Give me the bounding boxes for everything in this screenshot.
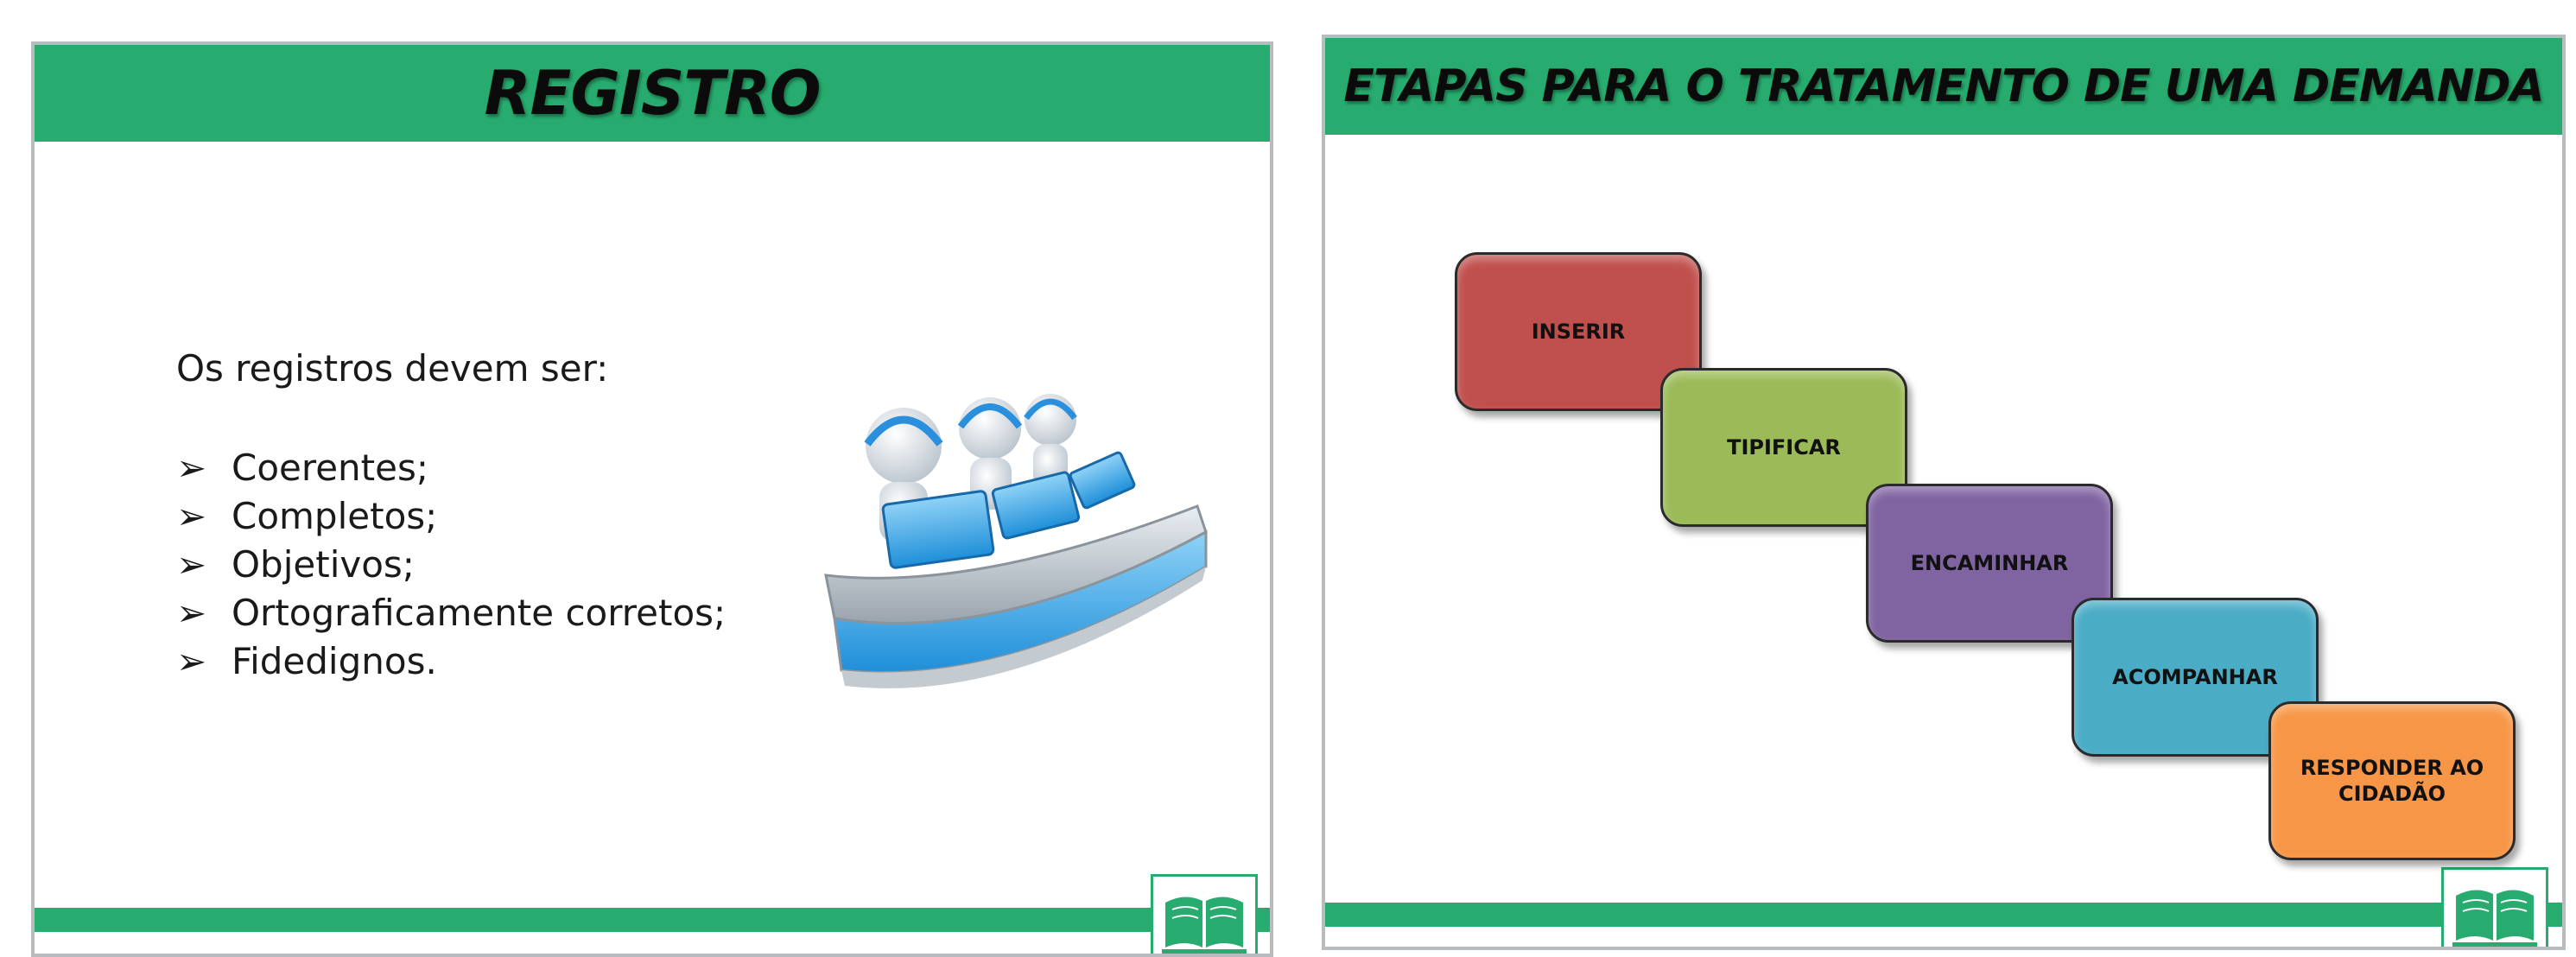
arrow-bullet-icon: ➢ [176, 447, 207, 489]
intro-text: Os registros devem ser: [176, 347, 609, 390]
bullet-item: ➢ Ortograficamente corretos; [176, 589, 726, 637]
arrow-bullet-icon: ➢ [176, 592, 207, 634]
open-book-icon [1151, 874, 1258, 954]
slide-registro: REGISTRO Os registros devem ser: ➢ Coeren… [31, 41, 1273, 957]
arrow-bullet-icon: ➢ [176, 543, 207, 586]
open-book-icon [2441, 867, 2548, 947]
bullet-item: ➢ Fidedignos. [176, 637, 726, 686]
bullet-item: ➢ Objetivos; [176, 541, 726, 589]
bullet-item: ➢ Coerentes; [176, 444, 726, 492]
slide-title: REGISTRO [484, 58, 822, 129]
slide-title: ETAPAS PARA O TRATAMENTO DE UMA DEMANDA [1343, 60, 2544, 112]
bullet-text: Completos; [232, 495, 438, 537]
step-box: RESPONDER AO CIDADÃO [2268, 701, 2516, 860]
bullet-text: Ortograficamente corretos; [232, 592, 726, 634]
arrow-bullet-icon: ➢ [176, 495, 207, 537]
bullet-text: Objetivos; [232, 543, 415, 586]
bullet-text: Fidedignos. [232, 640, 437, 682]
footer-bar [1325, 903, 2562, 927]
title-bar: REGISTRO [35, 45, 1270, 142]
bullet-item: ➢ Completos; [176, 492, 726, 541]
title-bar: ETAPAS PARA O TRATAMENTO DE UMA DEMANDA [1325, 38, 2562, 135]
bullet-list: ➢ Coerentes; ➢ Completos; ➢ Objetivos; ➢ Ort… [176, 444, 726, 686]
slide-etapas: ETAPAS PARA O TRATAMENTO DE UMA DEMANDA … [1322, 35, 2566, 950]
bullet-text: Coerentes; [232, 447, 429, 489]
arrow-bullet-icon: ➢ [176, 640, 207, 682]
footer-bar [35, 908, 1270, 932]
call-center-agents-illustration [824, 394, 1208, 688]
